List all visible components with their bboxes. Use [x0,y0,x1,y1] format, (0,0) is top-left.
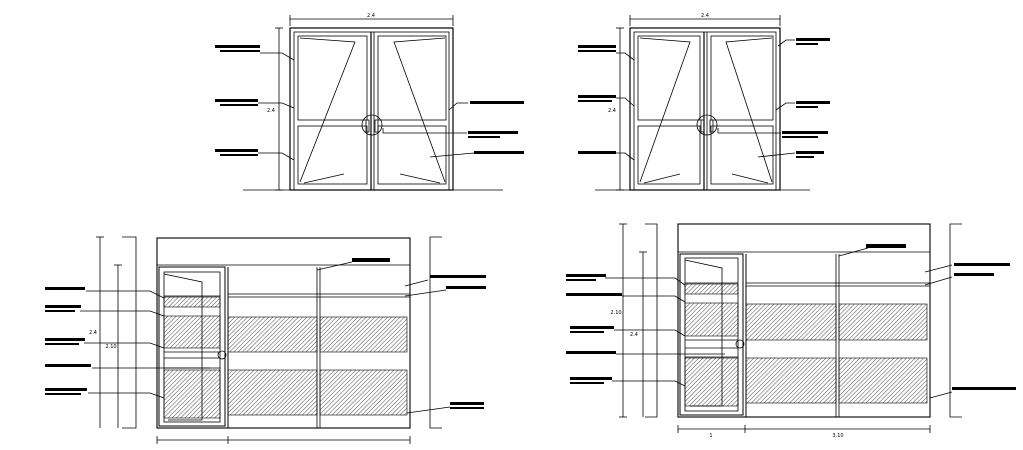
partition-2-labels [566,244,1016,390]
partition-1-hatched-glazing [163,296,408,419]
door-1-height-dim: 2.4 [267,108,275,114]
door-elevation-2-labels [578,38,830,158]
partition-2-hatched-glazing [684,283,928,407]
partition-1-height-dim-a: 2.4 [89,330,97,336]
door-elevation-1-labels [215,45,524,156]
door-1-width-dim: 2.4 [367,13,375,19]
partition-elevation-1 [80,236,451,444]
partition-2-bottom-dim-a: 1 [709,433,712,439]
partition-2-height-dim-b: 2.4 [630,332,638,338]
door-2-height-dim: 2.4 [608,108,616,114]
door-elevation-2 [595,15,810,191]
partition-2-height-dim-a: 2.10 [610,310,621,316]
partition-1-labels [45,258,486,409]
door-elevation-1 [243,15,503,191]
partition-1-height-dim-b: 2.10 [105,344,116,350]
partition-2-bottom-dim-b: 3.10 [832,433,843,439]
door-2-width-dim: 2.4 [701,13,709,19]
